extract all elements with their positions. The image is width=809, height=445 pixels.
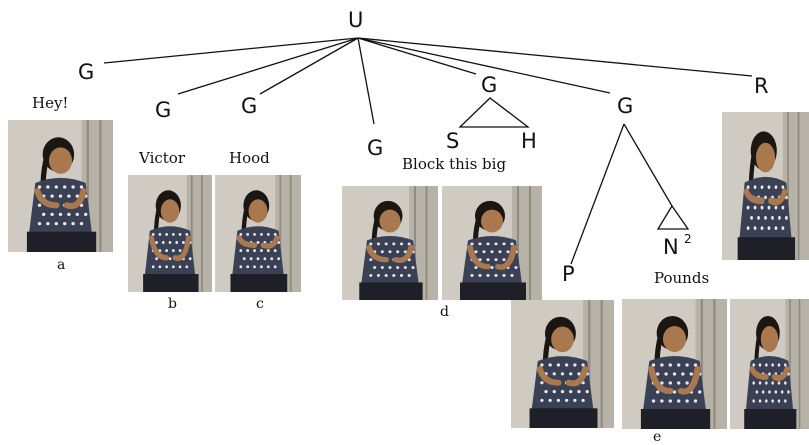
branch-u-g2	[177, 37, 359, 95]
photo-frame-e1	[511, 300, 614, 428]
caption-block-this-big: Block this big	[402, 155, 507, 173]
panel-letter-e: e	[653, 429, 662, 445]
node-g-4: G	[367, 136, 384, 160]
panel-letter-c: c	[256, 296, 264, 312]
photo-frame-e3	[730, 299, 809, 429]
node-g-3: G	[241, 94, 258, 118]
person-photo	[622, 299, 727, 429]
caption-pounds: Pounds	[654, 269, 710, 287]
branch-u-r	[357, 37, 753, 77]
caption-victor: Victor	[139, 149, 185, 167]
triangle-s-h	[458, 97, 530, 128]
node-g-5: G	[481, 73, 498, 97]
node-u: U	[348, 8, 364, 32]
branch-u-g1	[103, 37, 359, 64]
panel-letter-a: a	[57, 257, 66, 273]
node-g-2: G	[155, 98, 172, 122]
person-photo	[128, 175, 212, 292]
photo-frame-r	[722, 112, 809, 260]
node-h: H	[521, 129, 537, 153]
photo-frame-d1	[342, 186, 438, 300]
caption-hey: Hey!	[32, 94, 69, 112]
person-photo	[342, 186, 438, 300]
branch-g6-p	[570, 123, 625, 265]
triangle-n	[656, 204, 690, 230]
person-photo	[722, 112, 809, 260]
node-n-superscript: 2	[684, 232, 692, 246]
branch-u-g6	[357, 37, 611, 94]
branch-u-g3	[259, 37, 359, 95]
panel-letter-d: d	[440, 304, 449, 320]
node-n: N	[663, 235, 679, 259]
branch-g6-n	[623, 123, 673, 207]
person-photo	[8, 120, 113, 252]
caption-hood: Hood	[229, 149, 270, 167]
photo-frame-c	[215, 175, 301, 292]
node-p: P	[562, 262, 575, 286]
photo-frame-a	[8, 120, 113, 252]
person-photo	[511, 300, 614, 428]
person-photo	[215, 175, 301, 292]
person-photo	[730, 299, 809, 429]
person-photo	[442, 186, 542, 300]
node-s: S	[446, 129, 460, 153]
node-g-6: G	[617, 94, 634, 118]
node-r: R	[754, 74, 769, 98]
branch-u-g4	[357, 37, 375, 125]
photo-frame-d2	[442, 186, 542, 300]
branch-u-g5	[357, 37, 477, 75]
photo-frame-b	[128, 175, 212, 292]
panel-letter-b: b	[168, 296, 177, 312]
node-g-1: G	[78, 60, 95, 84]
photo-frame-e2	[622, 299, 727, 429]
